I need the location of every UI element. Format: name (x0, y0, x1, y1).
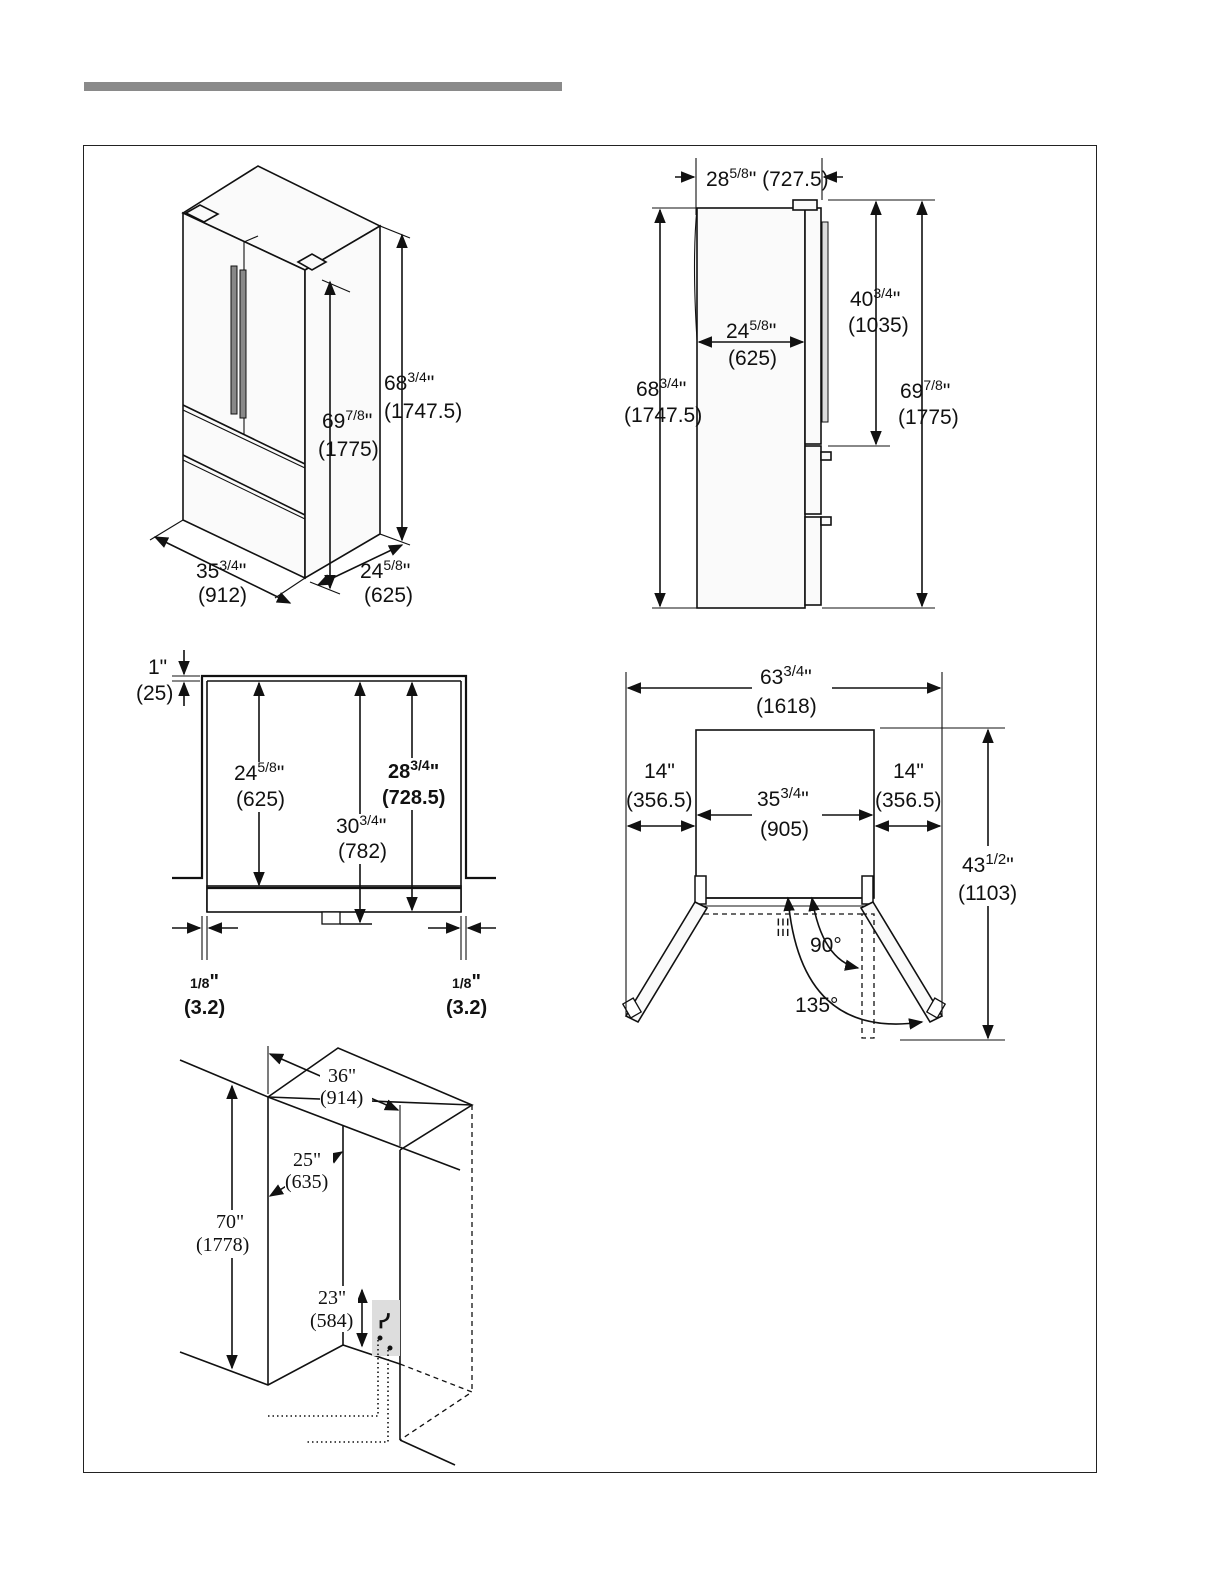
swing-total-in: 633/4" (760, 663, 812, 689)
plan-mid-mm: (782) (338, 840, 387, 863)
swing-total-mm: (1618) (756, 695, 817, 718)
niche-width-mm: (914) (320, 1087, 363, 1109)
swing-left-in: 14" (644, 760, 675, 783)
side-overall-in: 697/8" (900, 377, 950, 403)
swing-right-mm: (356.5) (875, 789, 942, 812)
swing-angle-135: 135° (795, 994, 838, 1017)
plan-depth-in: 245/8" (234, 759, 284, 785)
iso-height-in: 683/4" (384, 369, 434, 395)
plan-full-mm: (728.5) (382, 787, 445, 809)
niche-depth-in: 25" (293, 1149, 321, 1171)
plan-view: 1" (25) 245/8" (625) 303/4" (782) 283/4"… (136, 650, 496, 1019)
swing-depth-in: 431/2" (962, 851, 1014, 877)
side-overall-mm: (1775) (898, 406, 959, 429)
niche-perspective: ᓯ 36" (914) 25" (635) 70" (1778) 23" (58… (179, 1046, 474, 1466)
niche-height-mm: (1778) (196, 1234, 249, 1256)
niche-width-in: 36" (328, 1065, 356, 1087)
side-door-in: 403/4" (850, 285, 900, 311)
swing-center-in: 353/4" (757, 785, 809, 811)
iso-depth-mm: (625) (364, 584, 413, 607)
swing-angle-90: 90° (810, 934, 842, 957)
niche-outlet-mm: (584) (310, 1310, 353, 1332)
swing-right-in: 14" (893, 760, 924, 783)
swing-depth-mm: (1103) (958, 882, 1017, 905)
plan-right-gap-mm: (3.2) (446, 997, 487, 1019)
plan-full-in: 283/4" (388, 757, 439, 783)
side-view: 285/8" (727.5) 245/8" (625) 683/4" (1747… (624, 158, 959, 609)
side-body-in: 245/8" (726, 317, 776, 343)
iso-width-in: 353/4" (196, 557, 246, 583)
outlet-symbol: ᓯ (378, 1311, 390, 1333)
iso-width-mm: (912) (198, 584, 247, 607)
plan-left-gap-in: 1/8" (190, 971, 219, 993)
plan-gap-mm: (25) (136, 682, 173, 705)
plan-left-gap-mm: (3.2) (184, 997, 225, 1019)
header-rule (84, 82, 562, 91)
swing-center-mm: (905) (760, 818, 809, 841)
door-swing-view: ¦¦¦ 90° 135° 633/4" (1618) 14" (356.5) 3… (621, 658, 1026, 1041)
iso-height-mm: (1747.5) (384, 400, 462, 423)
side-height-in: 683/4" (636, 375, 686, 401)
diagram-frame (83, 145, 1097, 1473)
side-body-mm: (625) (728, 347, 777, 370)
side-door-mm: (1035) (848, 314, 909, 337)
side-top-dim: 285/8" (727.5) (706, 165, 829, 191)
niche-depth-mm: (635) (285, 1171, 328, 1193)
side-height-mm: (1747.5) (624, 404, 702, 427)
iso-depth-in: 245/8" (360, 557, 410, 583)
iso-overall-mm: (1775) (318, 438, 379, 461)
niche-height-in: 70" (216, 1211, 244, 1233)
plan-right-gap-in: 1/8" (452, 971, 481, 993)
niche-outlet-in: 23" (318, 1287, 346, 1309)
iso-overall-in: 697/8" (322, 407, 372, 433)
swing-ghost-mark: ¦¦¦ (776, 916, 790, 936)
isometric-view: 683/4" (1747.5) 697/8" (1775) 353/4" (91… (149, 165, 462, 607)
plan-depth-mm: (625) (236, 788, 285, 811)
plan-mid-in: 303/4" (336, 812, 386, 838)
plan-gap-in: 1" (148, 656, 167, 679)
swing-left-mm: (356.5) (626, 789, 693, 812)
